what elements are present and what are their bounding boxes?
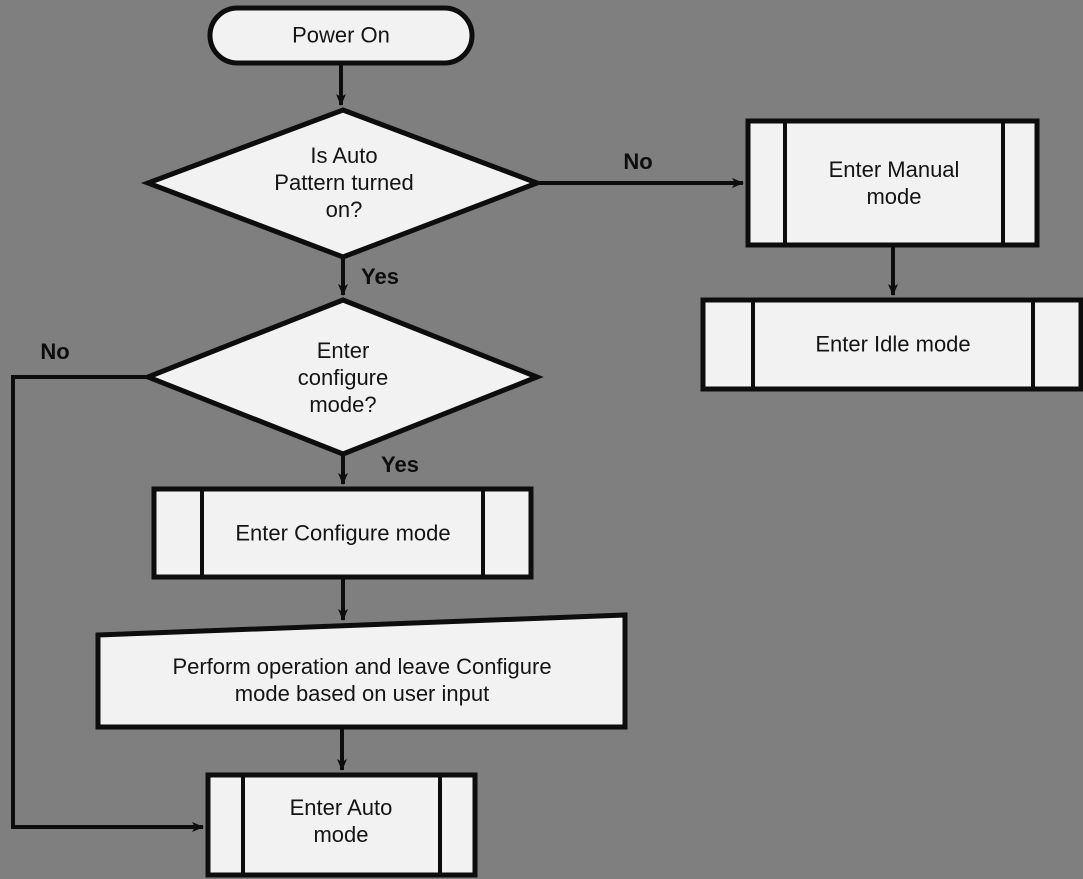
idle-mode-rect bbox=[700, 297, 1083, 392]
edge-decision2-no-to-auto bbox=[11, 375, 204, 832]
auto-pattern-decision-diamond bbox=[140, 107, 545, 260]
auto-mode-rect bbox=[205, 772, 478, 878]
idle-mode-box bbox=[700, 297, 1083, 392]
perform-operation-shape bbox=[95, 612, 628, 730]
manual-mode-box bbox=[745, 118, 1040, 248]
manual-mode-rect bbox=[745, 118, 1040, 248]
power-on-terminator bbox=[207, 5, 475, 66]
configure-mode-rect bbox=[151, 486, 534, 580]
auto-mode-box bbox=[205, 772, 478, 878]
configure-mode-box bbox=[151, 486, 534, 580]
configure-decision-diamond bbox=[141, 297, 544, 457]
